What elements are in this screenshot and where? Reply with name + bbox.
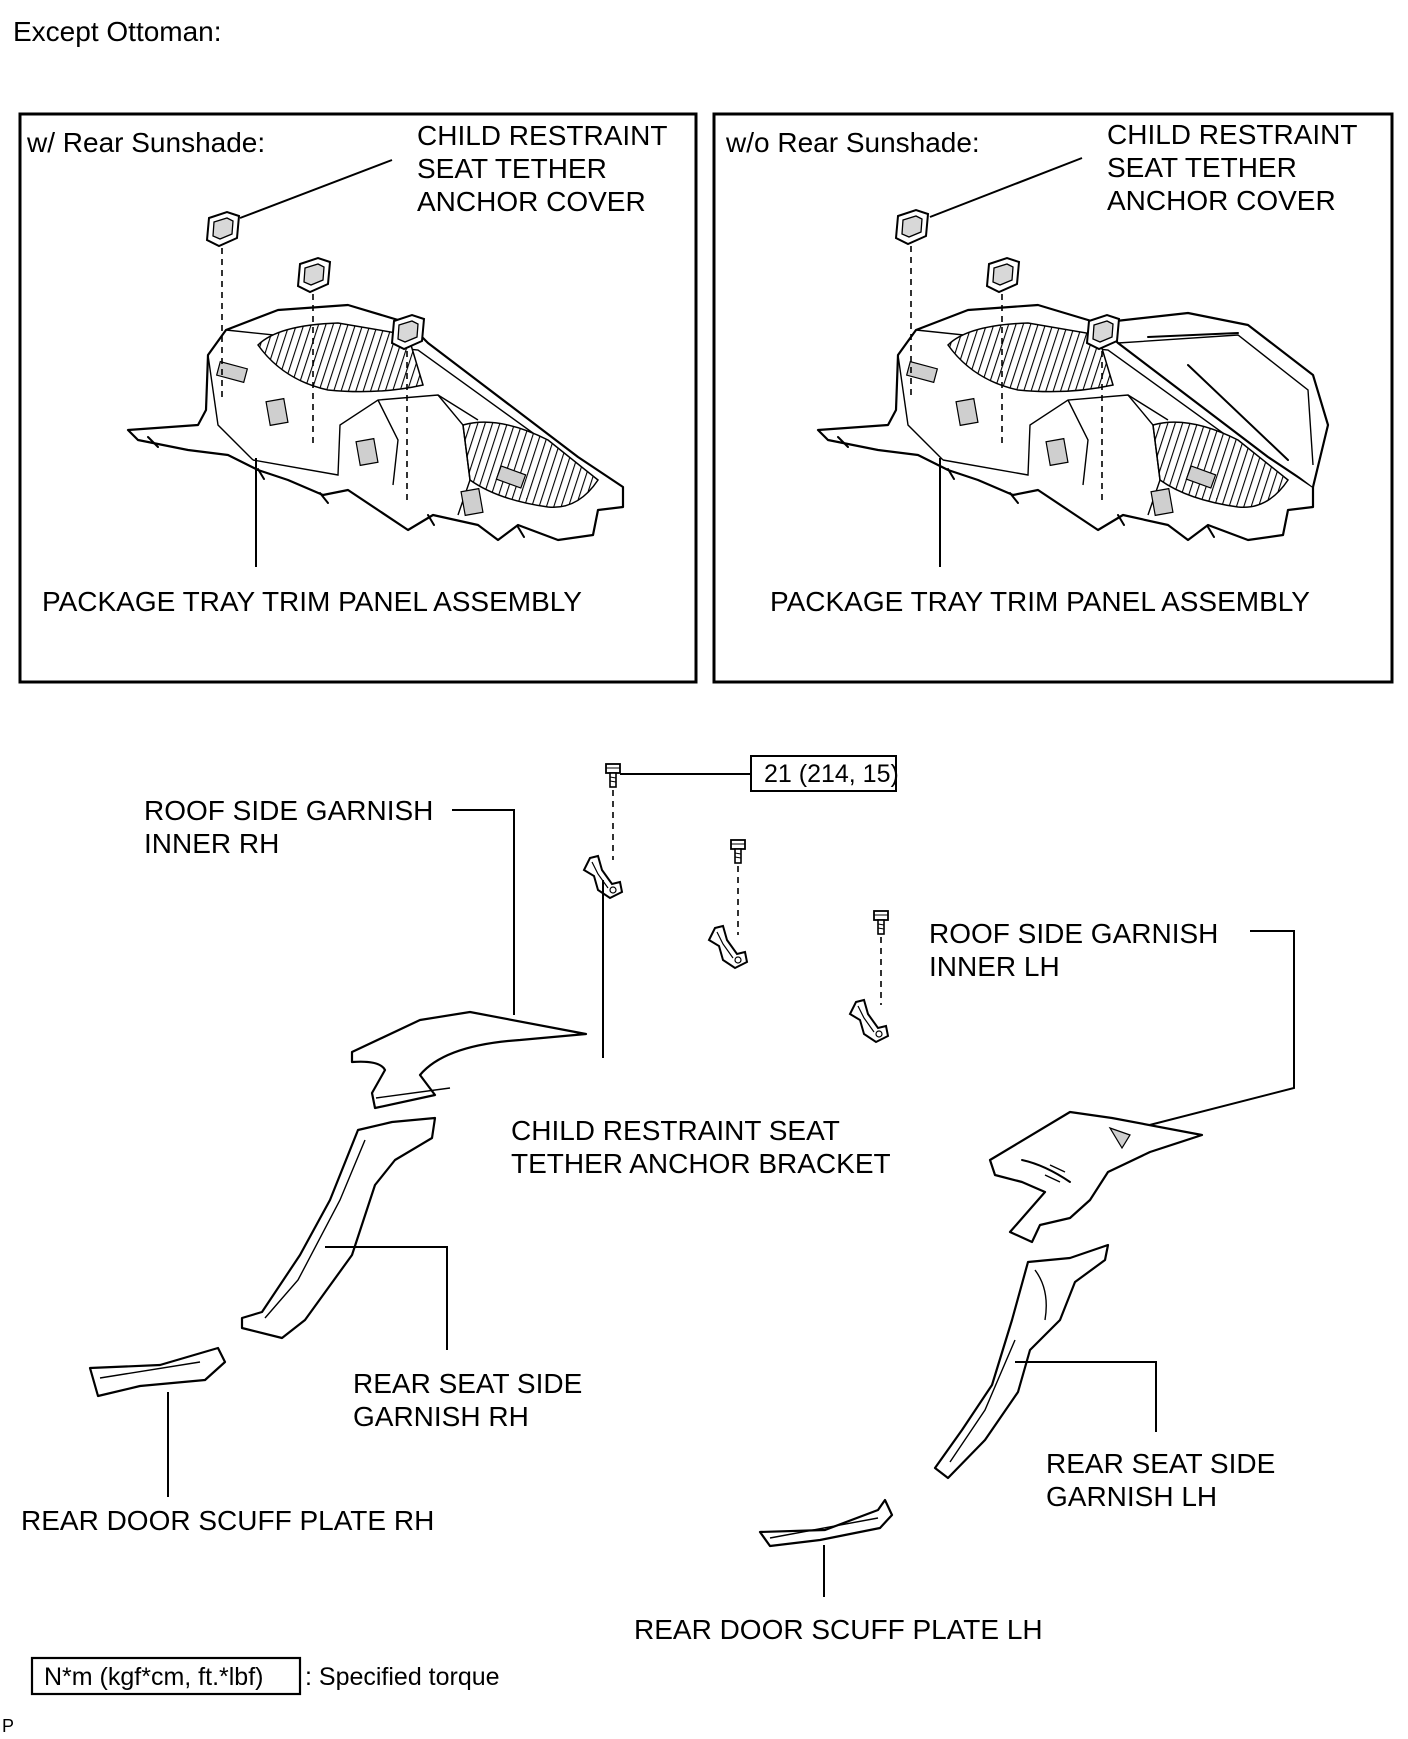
seat-lh-leader <box>1015 1361 1157 1432</box>
rear-door-scuff-plate-lh <box>758 1498 894 1548</box>
bolt-2 <box>730 839 746 864</box>
rear-door-scuff-plate-rh <box>88 1346 227 1398</box>
cover-leader-right <box>929 157 1083 218</box>
panel-heading-right: w/o Rear Sunshade: <box>725 127 980 158</box>
panel-heading-left: w/ Rear Sunshade: <box>26 127 265 158</box>
rear-seat-side-garnish-rh <box>240 1116 437 1340</box>
seat-rh-label-2: GARNISH RH <box>353 1401 529 1432</box>
seat-rh-label-1: REAR SEAT SIDE <box>353 1368 582 1399</box>
torque-legend: N*m (kgf*cm, ft.*lbf) : Specified torque <box>30 1656 500 1696</box>
bolt-1 <box>605 763 621 788</box>
panel-without-rear-sunshade: w/o Rear Sunshade: CHILD RESTRAINT SEAT … <box>712 112 1394 684</box>
package-tray-right <box>816 303 1330 542</box>
tray-label-left: PACKAGE TRAY TRIM PANEL ASSEMBLY <box>42 586 582 617</box>
cover-label-right-3: ANCHOR COVER <box>1107 185 1336 216</box>
page-title: Except Ottoman: <box>13 16 222 47</box>
seat-rh-leader <box>325 1246 448 1350</box>
roof-rh-label-2: INNER RH <box>144 828 279 859</box>
tether-bracket-2 <box>708 925 748 969</box>
package-tray-left <box>126 303 625 542</box>
cover-label-right-2: SEAT TETHER <box>1107 152 1297 183</box>
cover-label-left-3: ANCHOR COVER <box>417 186 646 217</box>
roof-lh-label-1: ROOF SIDE GARNISH <box>929 918 1218 949</box>
scuff-lh-label: REAR DOOR SCUFF PLATE LH <box>634 1614 1043 1645</box>
cover-label-left-2: SEAT TETHER <box>417 153 607 184</box>
anchor-cover-right-1 <box>895 209 929 245</box>
anchor-cover-left-2 <box>297 257 331 293</box>
panel-frame-left <box>18 112 698 684</box>
seat-lh-label-1: REAR SEAT SIDE <box>1046 1448 1275 1479</box>
roof-side-garnish-inner-rh <box>350 1010 588 1110</box>
panel-frame-right <box>712 112 1394 684</box>
tray-label-right: PACKAGE TRAY TRIM PANEL ASSEMBLY <box>770 586 1310 617</box>
cover-leader-left <box>239 159 393 219</box>
roof-rh-leader <box>452 809 515 1015</box>
anchor-cover-left-1 <box>206 211 240 247</box>
anchor-cover-right-2 <box>986 257 1020 293</box>
corner-mark: P <box>2 1716 14 1734</box>
torque-value: 21 (214, 15) <box>764 760 899 788</box>
panel-with-rear-sunshade: w/ Rear Sunshade: CHILD RESTRAINT SEAT T… <box>18 112 698 684</box>
legend-unit-box <box>30 1656 302 1696</box>
scuff-rh-label: REAR DOOR SCUFF PLATE RH <box>21 1505 434 1536</box>
bracket-label-2: TETHER ANCHOR BRACKET <box>511 1148 891 1179</box>
roof-lh-label-2: INNER LH <box>929 951 1060 982</box>
seat-lh-label-2: GARNISH LH <box>1046 1481 1217 1512</box>
torque-box <box>750 755 897 792</box>
roof-rh-label-1: ROOF SIDE GARNISH <box>144 795 433 826</box>
bracket-label-1: CHILD RESTRAINT SEAT <box>511 1115 840 1146</box>
lower-exploded-view: 21 (214, 15) ROOF SIDE GARNISH INNER RH … <box>21 755 1295 1645</box>
cover-label-right-1: CHILD RESTRAINT <box>1107 119 1357 150</box>
legend-description: : Specified torque <box>305 1663 500 1691</box>
cover-label-left-1: CHILD RESTRAINT <box>417 120 667 151</box>
bolt-3 <box>873 910 889 935</box>
roof-side-garnish-inner-lh <box>988 1110 1204 1244</box>
legend-unit-text: N*m (kgf*cm, ft.*lbf) <box>44 1663 263 1691</box>
tether-bracket-3 <box>849 999 889 1043</box>
roof-lh-leader <box>1137 930 1295 1129</box>
